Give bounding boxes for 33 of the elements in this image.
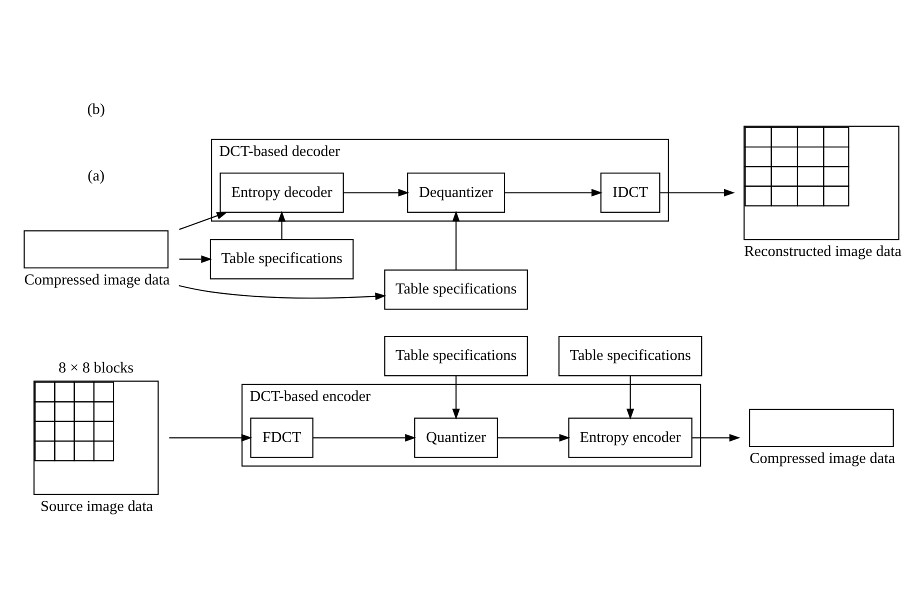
arrow [312, 433, 416, 442]
node-label: Compressed image data [24, 270, 170, 288]
arrow [626, 375, 634, 420]
node-label: Source image data [40, 497, 154, 514]
node-box: Quantizer [414, 417, 498, 458]
arrow [178, 284, 386, 300]
label: (a) [88, 166, 105, 184]
arrow [179, 211, 228, 230]
node-box: Dequantizer [407, 172, 506, 212]
node-box: Entropy decoder [220, 172, 344, 212]
arrow [504, 188, 602, 196]
node-label: Reconstructed image data [744, 242, 902, 260]
node-box: FDCT [250, 417, 314, 458]
arrow [497, 433, 570, 442]
arrow [660, 188, 735, 196]
arrow [344, 188, 410, 196]
node-box: IDCT [600, 172, 660, 212]
node-box [24, 230, 169, 268]
arrow [169, 433, 252, 442]
node-box: Table specifications [384, 269, 528, 310]
arrow [692, 433, 740, 442]
arrow [452, 375, 460, 420]
arrow [278, 210, 286, 239]
node-label: 8 × 8 blocks [58, 359, 134, 376]
arrow [179, 254, 212, 262]
node-box: Entropy encoder [568, 417, 692, 458]
node-box: Table specifications [210, 238, 354, 279]
node-box: Table specifications [558, 335, 702, 376]
label: (b) [87, 100, 105, 118]
arrow [452, 210, 460, 270]
node-box: Table specifications [384, 335, 528, 376]
node-label: Compressed image data [750, 450, 896, 467]
node-box [749, 408, 894, 447]
